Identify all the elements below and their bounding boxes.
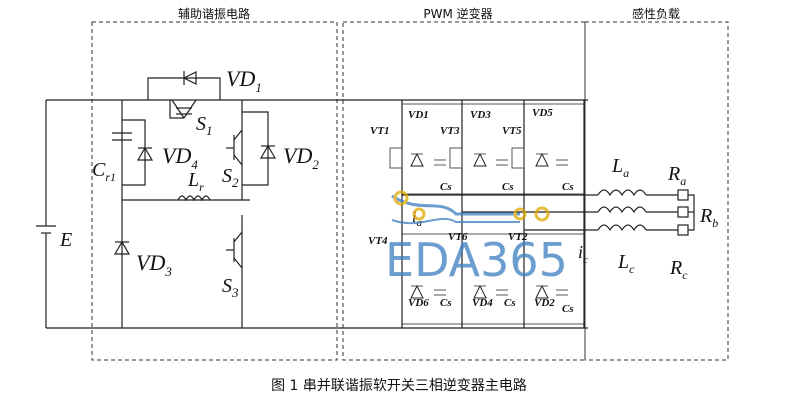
inverter-upper-devices <box>389 147 568 169</box>
label-cs5: Cs <box>504 297 516 309</box>
label-vd3: VD3 <box>136 250 172 279</box>
label-s1: S1 <box>196 113 213 138</box>
label-vt2: VT2 <box>508 231 528 243</box>
label-rb: Rb <box>699 205 718 230</box>
diode-vd4 <box>136 146 154 161</box>
label-vd-6: VD6 <box>408 297 429 309</box>
load-section-box <box>584 21 729 361</box>
watermark-logo: EDA365 <box>385 190 568 287</box>
label-vd2: VD2 <box>283 143 319 172</box>
dc-bus-wiring <box>45 99 588 329</box>
figure-caption: 图 1 串并联谐振软开关三相逆变器主电路 <box>271 378 527 394</box>
label-vd-5: VD5 <box>532 107 553 119</box>
label-vd1: VD1 <box>226 66 262 95</box>
label-s2: S2 <box>222 165 239 190</box>
label-e: E <box>59 229 72 251</box>
auxiliary-section-box <box>91 21 338 361</box>
label-la: La <box>611 155 629 180</box>
label-rc: Rc <box>669 257 688 282</box>
dc-source <box>36 225 56 244</box>
label-cs1: Cs <box>440 181 452 193</box>
label-vd-2: VD2 <box>534 297 555 309</box>
aux-wiring <box>121 77 269 328</box>
label-vt4: VT4 <box>368 235 388 247</box>
label-vd-1: VD1 <box>408 109 429 121</box>
label-ra: Ra <box>667 163 686 188</box>
label-vd4: VD4 <box>162 143 198 172</box>
label-vt3: VT3 <box>440 125 460 137</box>
diode-vd1 <box>168 71 197 85</box>
inverter-section-title: PWM 逆变器 <box>423 6 492 21</box>
load-wiring <box>597 189 695 236</box>
inductor-lr <box>177 195 211 202</box>
label-cr1: Cr1 <box>92 159 116 184</box>
label-cs3: Cs <box>562 181 574 193</box>
inverter-lower-devices <box>410 284 568 299</box>
diode-vd3 <box>113 240 131 255</box>
diode-vd2 <box>259 144 277 159</box>
label-cs4: Cs <box>440 297 452 309</box>
label-s3: S3 <box>222 275 239 300</box>
switch-s1 <box>171 99 197 119</box>
label-vt1: VT1 <box>370 125 390 137</box>
switch-s3 <box>226 231 243 269</box>
label-vd-3: VD3 <box>470 109 491 121</box>
inverter-section-box <box>342 21 586 361</box>
label-lr: Lr <box>187 169 204 194</box>
load-section-title: 感性负载 <box>632 6 680 21</box>
switch-s2 <box>226 129 243 166</box>
label-vt5: VT5 <box>502 125 522 137</box>
label-cs2: Cs <box>502 181 514 193</box>
label-ic: ic <box>578 242 588 266</box>
label-cs6: Cs <box>562 303 574 315</box>
label-lc: Lc <box>617 251 635 276</box>
label-vt6: VT6 <box>448 231 468 243</box>
auxiliary-section-title: 辅助谐振电路 <box>178 6 250 21</box>
watermark-text: EDA365 <box>385 233 568 287</box>
label-vd-4: VD4 <box>472 297 493 309</box>
capacitor-cr1 <box>112 132 132 141</box>
